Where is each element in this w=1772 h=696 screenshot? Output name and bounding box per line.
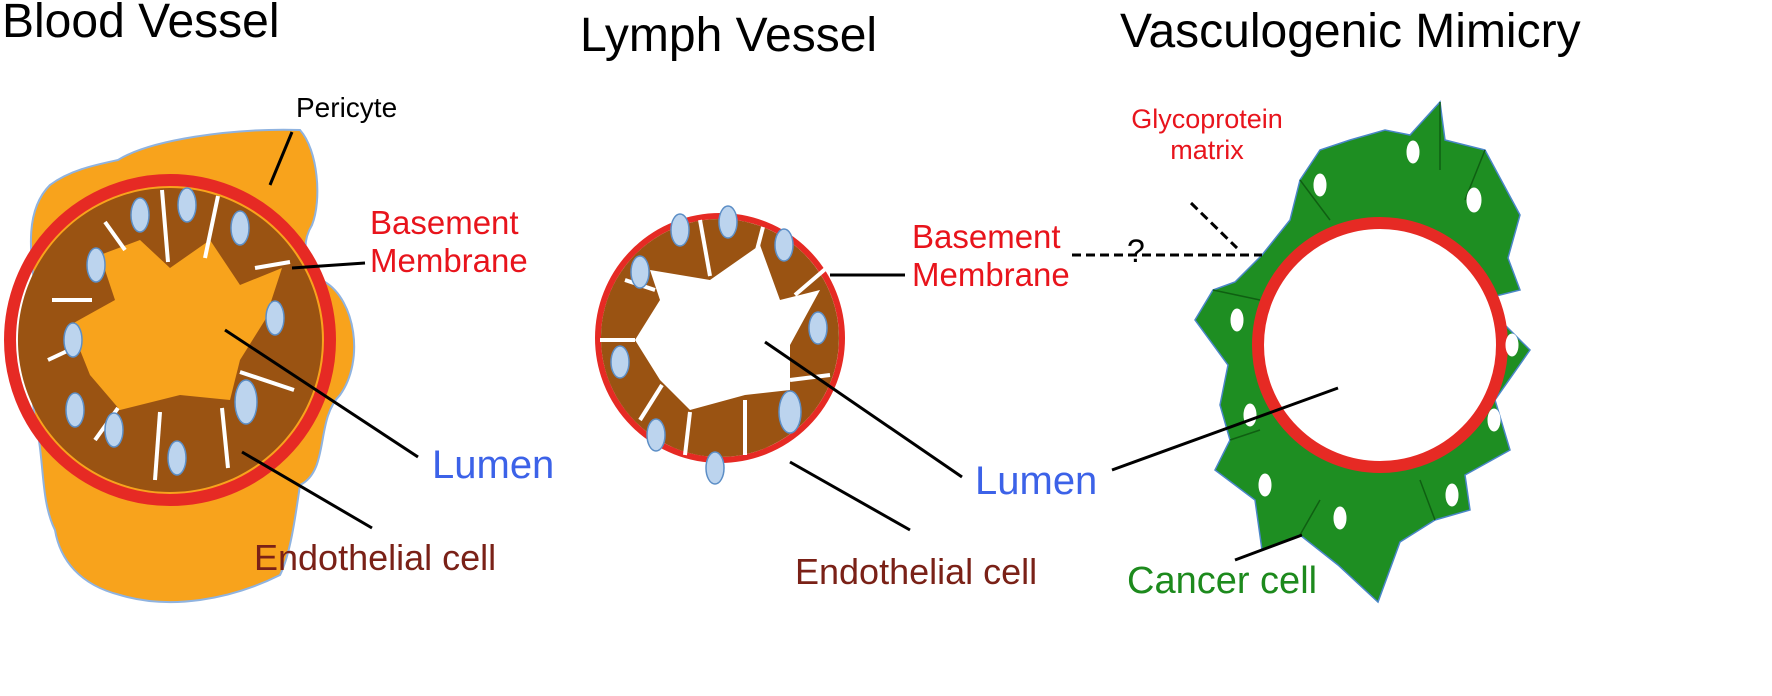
- nucleus-icon: [230, 210, 250, 246]
- lymph-nuclei: [610, 205, 828, 485]
- glycoprotein-label-line1: Glycoprotein: [1131, 104, 1283, 134]
- vasculogenic-mimicry-illustration: [1072, 100, 1531, 604]
- blood-endothelial-leader-line: [241, 450, 373, 530]
- glycoprotein-label-line2: matrix: [1170, 135, 1244, 166]
- nucleus-icon: [1258, 473, 1272, 497]
- lymph-lumen-leader-line: [764, 340, 963, 479]
- vm-lumen-leader-line: [1111, 386, 1339, 472]
- nucleus-icon: [778, 390, 802, 434]
- pericyte-label: Pericyte: [296, 92, 398, 123]
- nucleus-icon: [610, 345, 630, 379]
- nucleus-icon: [1505, 333, 1519, 357]
- lymph-endothelial-ring: [600, 219, 839, 458]
- basement-label-line2: Membrane: [912, 255, 1070, 293]
- nucleus-icon: [1406, 140, 1420, 164]
- lymph-lumen-label: Lumen: [975, 459, 1098, 503]
- vasculogenic-mimicry-title: Vasculogenic Mimicry: [1120, 5, 1581, 58]
- nucleus-icon: [130, 197, 150, 233]
- nucleus-icon: [808, 311, 828, 345]
- basement-label-line1: Basement: [370, 204, 519, 241]
- nucleus-icon: [774, 228, 794, 262]
- nucleus-icon: [670, 213, 690, 247]
- glycoprotein-dashed-leader: [1189, 201, 1239, 250]
- blood-basement-membrane: [4, 174, 336, 506]
- blood-lumen-leader-line: [224, 328, 419, 459]
- lymph-endothelial-leader-line: [789, 460, 911, 532]
- glycoprotein-matrix-label: Glycoprotein matrix: [1112, 104, 1302, 166]
- blood-lumen-label: Lumen: [432, 443, 555, 487]
- glycoprotein-matrix-ring: [1252, 217, 1508, 473]
- nucleus-icon: [177, 187, 197, 223]
- blood-cell-gaps: [47, 189, 295, 481]
- lymph-endothelial-label: Endothelial cell: [795, 551, 1038, 592]
- question-mark: ?: [1127, 233, 1145, 269]
- lymph-basement-label: Basement Membrane: [912, 218, 1070, 294]
- nucleus-icon: [167, 440, 187, 476]
- nucleus-icon: [265, 300, 285, 336]
- nucleus-icon: [646, 418, 666, 452]
- basement-label-line2: Membrane: [370, 241, 528, 279]
- nucleus-icon: [104, 412, 124, 448]
- blood-nuclei: [63, 187, 285, 476]
- cancer-nuclei: [1230, 140, 1519, 530]
- basement-label-line1: Basement: [912, 218, 1061, 255]
- blood-endothelial-label: Endothelial cell: [254, 537, 497, 578]
- nucleus-icon: [630, 255, 650, 289]
- nucleus-icon: [63, 322, 83, 358]
- nucleus-icon: [234, 379, 258, 425]
- nucleus-icon: [1313, 173, 1327, 197]
- pericyte-leader-line: [268, 131, 294, 186]
- nucleus-icon: [705, 451, 725, 485]
- lymph-vessel-title: Lymph Vessel: [580, 9, 878, 62]
- nucleus-icon: [1466, 187, 1482, 213]
- cancer-cell-leader-line: [1234, 533, 1303, 562]
- blood-basement-label: Basement Membrane: [370, 204, 530, 280]
- cancer-cell-label: Cancer cell: [1127, 560, 1318, 602]
- nucleus-icon: [1333, 506, 1347, 530]
- blood-vessel-illustration: [4, 128, 419, 604]
- blood-vessel-title: Blood Vessel: [2, 0, 280, 48]
- lymph-vessel-illustration: [595, 205, 963, 532]
- nucleus-icon: [1230, 308, 1244, 332]
- nucleus-icon: [1487, 408, 1501, 432]
- blood-basement-leader-line: [291, 261, 366, 270]
- nucleus-icon: [1445, 483, 1459, 507]
- nucleus-icon: [86, 247, 106, 283]
- nucleus-icon: [718, 205, 738, 239]
- nucleus-icon: [65, 392, 85, 428]
